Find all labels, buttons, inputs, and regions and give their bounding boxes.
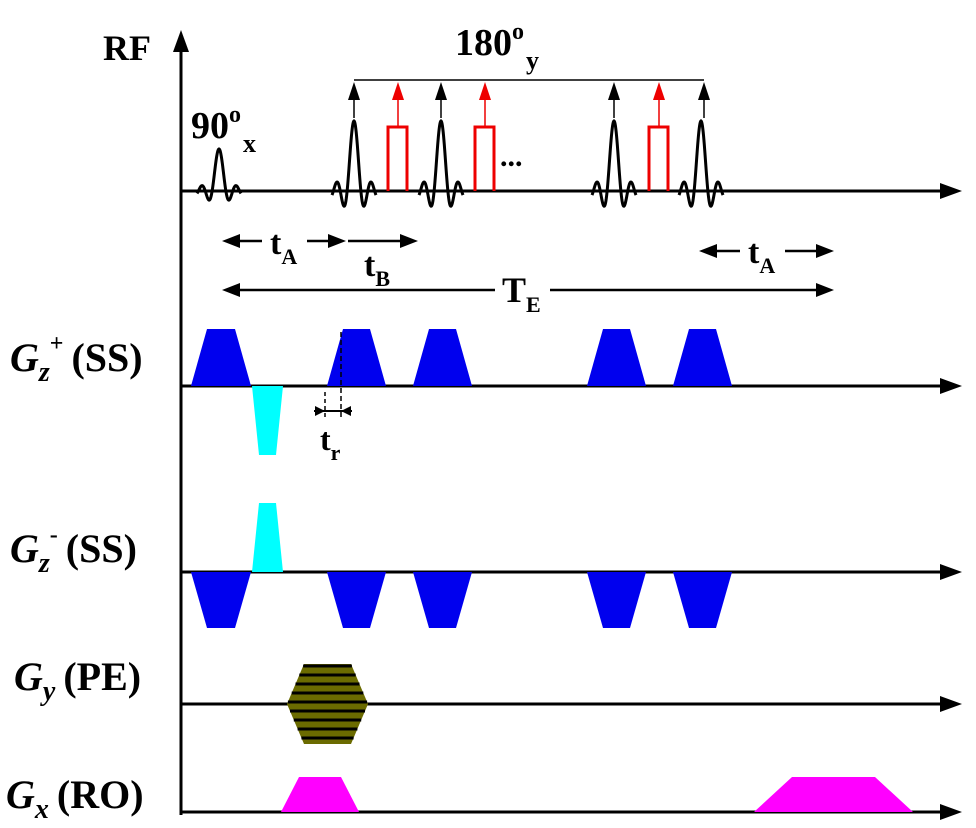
gz-minus-label: Gz-(SS) bbox=[10, 522, 137, 579]
ta-label-left: tA bbox=[270, 225, 297, 269]
inversion-pulse-2 bbox=[473, 125, 496, 191]
refocus-arrow-2 bbox=[435, 82, 447, 118]
rf-pulses bbox=[195, 118, 725, 208]
pulse-arrows bbox=[348, 82, 710, 127]
tr-label: tr bbox=[320, 421, 341, 465]
tb-label: tB bbox=[364, 247, 390, 291]
timing-tb bbox=[348, 234, 418, 248]
inversion-pulse-1 bbox=[386, 125, 409, 191]
rf-pulse-90 bbox=[195, 147, 243, 202]
gz-minus-slice-lobe-1 bbox=[191, 572, 251, 628]
inversion-pulses bbox=[386, 125, 670, 191]
timing-te bbox=[222, 283, 834, 297]
gx-readout-gradients bbox=[281, 777, 913, 812]
ta-label-right: tA bbox=[748, 234, 775, 278]
gz-minus-slice-lobe-3 bbox=[413, 572, 472, 628]
gz-minus-rephase-lobe bbox=[252, 503, 283, 572]
excitation-pulse-label: 90ox bbox=[191, 102, 256, 158]
gz-minus-gradients bbox=[191, 572, 732, 628]
gx-readout-lobe bbox=[754, 777, 913, 812]
inversion-pulse-3 bbox=[647, 125, 670, 191]
inversion-arrow-1 bbox=[392, 82, 404, 127]
rf-pulse-180-1 bbox=[330, 118, 378, 208]
gz-minus-slice-lobe-2 bbox=[327, 572, 386, 628]
refocus-arrow-4 bbox=[698, 82, 710, 118]
pulse-train-ellipsis: ... bbox=[500, 140, 523, 173]
gz-plus-slice-lobe-3 bbox=[413, 329, 472, 386]
rf-baseline bbox=[181, 183, 962, 199]
gz-minus-slice-lobe-5 bbox=[673, 572, 732, 628]
inversion-arrow-2 bbox=[479, 82, 491, 127]
refocusing-pulse-label: 180oy bbox=[455, 19, 539, 75]
gx-prephase-lobe bbox=[281, 777, 359, 812]
tr-annotation bbox=[314, 332, 352, 420]
rf-pulse-180-4 bbox=[677, 118, 725, 208]
gz-plus-rephase-lobe bbox=[252, 386, 283, 455]
gz-plus-slice-lobe-2 bbox=[327, 329, 386, 386]
gy-label: Gy(PE) bbox=[14, 654, 141, 707]
rf-pulse-180-2 bbox=[417, 118, 465, 208]
timing-ta-left bbox=[222, 234, 346, 248]
refocus-arrow-3 bbox=[608, 82, 620, 118]
gz-minus-baseline bbox=[181, 564, 962, 580]
inversion-arrow-3 bbox=[653, 82, 665, 127]
gx-label: Gx(RO) bbox=[6, 772, 144, 825]
gz-plus-baseline bbox=[181, 378, 962, 394]
rf-label: RF bbox=[103, 28, 151, 68]
refocus-arrow-1 bbox=[348, 82, 360, 118]
gy-phase-encode-table bbox=[287, 664, 368, 744]
gz-plus-label: Gz+(SS) bbox=[10, 331, 143, 388]
gz-plus-slice-lobe-1 bbox=[191, 329, 251, 386]
vertical-axis bbox=[173, 30, 189, 815]
gz-plus-gradients bbox=[191, 329, 732, 386]
gz-plus-slice-lobe-4 bbox=[587, 329, 646, 386]
gz-minus-slice-lobe-4 bbox=[587, 572, 646, 628]
rf-pulse-180-3 bbox=[590, 118, 638, 208]
gz-plus-slice-lobe-5 bbox=[673, 329, 732, 386]
te-label: TE bbox=[502, 270, 541, 317]
timing-ta-right bbox=[699, 244, 834, 258]
